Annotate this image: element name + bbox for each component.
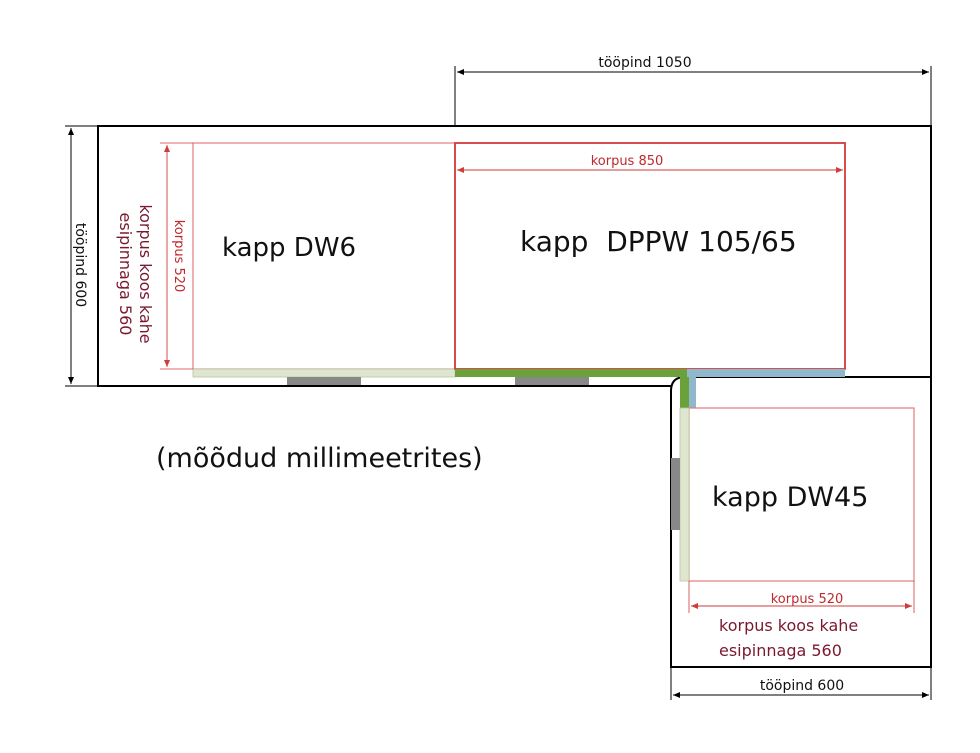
dim-left-label: tööpind 600 (72, 223, 88, 307)
cabinet-dw45-front (679, 407, 690, 582)
korpus-right-note-line1: korpus koos kahe (719, 616, 858, 635)
cabinet-dw6-label: kapp DW6 (222, 233, 356, 263)
korpus-right-note-line2: esipinnaga 560 (719, 641, 842, 660)
corner-front-green (680, 377, 689, 408)
cabinet-dppw-handle (515, 377, 589, 385)
cabinet-dppw-front-blue (687, 369, 845, 377)
cabinet-dw45-label: kapp DW45 (712, 482, 868, 513)
corner-front-blue (689, 377, 696, 408)
dim-bottom-label: tööpind 600 (760, 678, 844, 694)
dim-korpus850-label: korpus 850 (591, 154, 664, 169)
cabinet-dppw-front-green (455, 369, 687, 377)
units-note: (mõõdud millimeetrites) (156, 443, 483, 474)
cabinet-dw6-front (192, 368, 456, 378)
korpus-left-note-line1: korpus koos kahe (136, 204, 155, 343)
dim-top-label: tööpind 1050 (598, 55, 691, 71)
cabinet-dw45-handle (671, 458, 680, 530)
cabinet-dw6-handle (287, 377, 361, 385)
dim-korpus520h-label: korpus 520 (771, 592, 844, 607)
korpus-left-note-line2: esipinnaga 560 (116, 213, 135, 336)
cabinet-dppw-label: kapp DPPW 105/65 (520, 225, 797, 258)
dim-korpus520v-label: korpus 520 (171, 220, 186, 293)
worktop-top (97, 125, 932, 387)
